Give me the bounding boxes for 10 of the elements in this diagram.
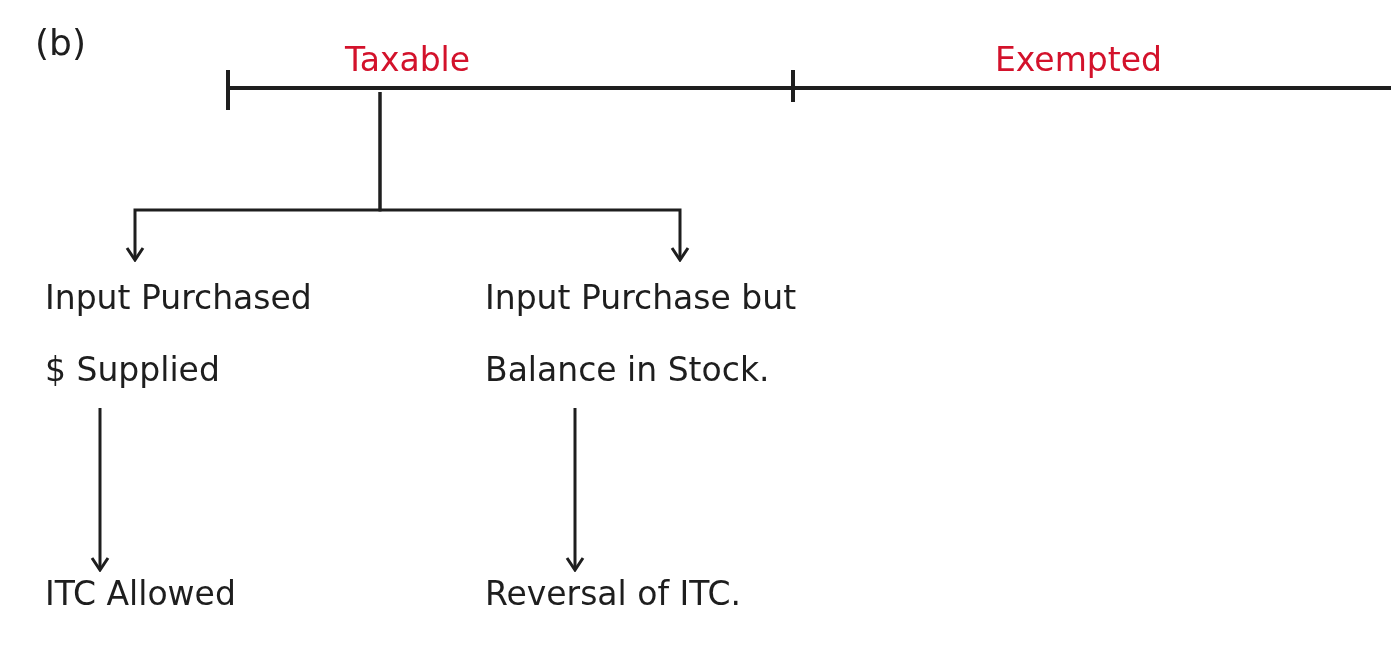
node-text: Input Purchase but Balance in Stock.	[485, 277, 798, 391]
node-text: Reversal of ITC.	[485, 573, 741, 615]
arrow	[565, 408, 585, 572]
node-text: Input Purchased $ Supplied	[45, 277, 313, 391]
node-text: Exempted	[995, 39, 1162, 81]
arrow	[90, 408, 110, 572]
node-text: Taxable	[345, 39, 471, 81]
panel-label: (b)	[35, 22, 86, 63]
bracket-arrow	[378, 92, 690, 262]
node-text: ITC Allowed	[45, 573, 236, 615]
